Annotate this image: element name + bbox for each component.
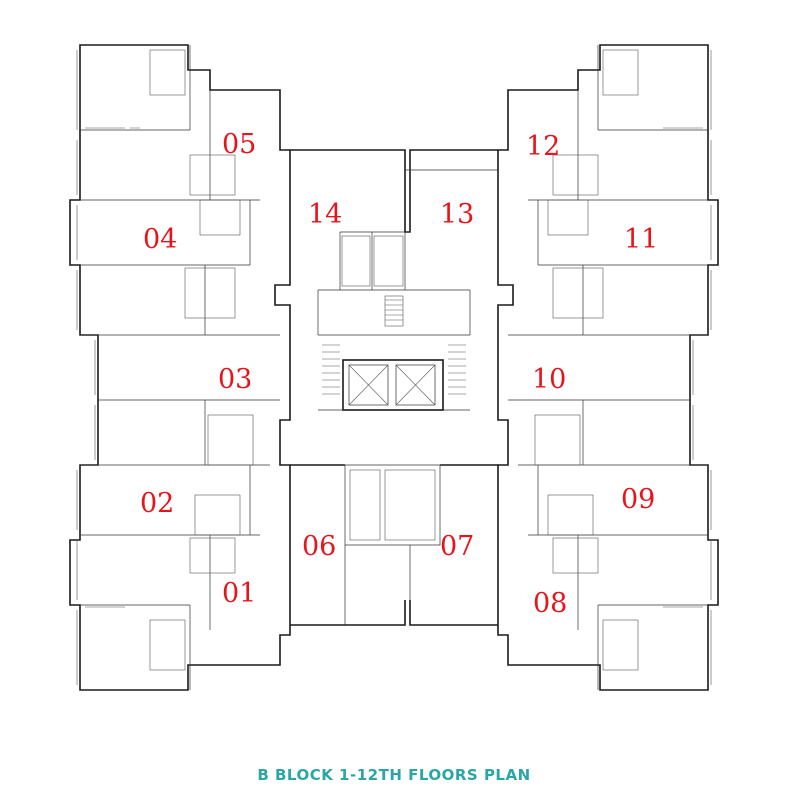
unit-label-14: 14 (308, 199, 342, 230)
unit-label-07: 07 (440, 531, 474, 562)
unit-label-13: 13 (440, 199, 474, 230)
unit-label-06: 06 (302, 531, 336, 562)
unit-label-05: 05 (222, 129, 256, 160)
unit-label-08: 08 (533, 588, 567, 619)
unit-label-04: 04 (143, 224, 177, 255)
unit-label-09: 09 (621, 484, 655, 515)
unit-label-01: 01 (222, 578, 256, 609)
right-wing (497, 44, 719, 691)
unit-label-02: 02 (140, 488, 174, 519)
unit-label-12: 12 (526, 131, 560, 162)
unit-label-03: 03 (218, 364, 252, 395)
unit-label-11: 11 (624, 224, 658, 255)
plan-title: B BLOCK 1-12TH FLOORS PLAN (257, 766, 530, 784)
left-wing (69, 44, 291, 691)
unit-label-10: 10 (532, 364, 566, 395)
central-core (290, 149, 498, 626)
